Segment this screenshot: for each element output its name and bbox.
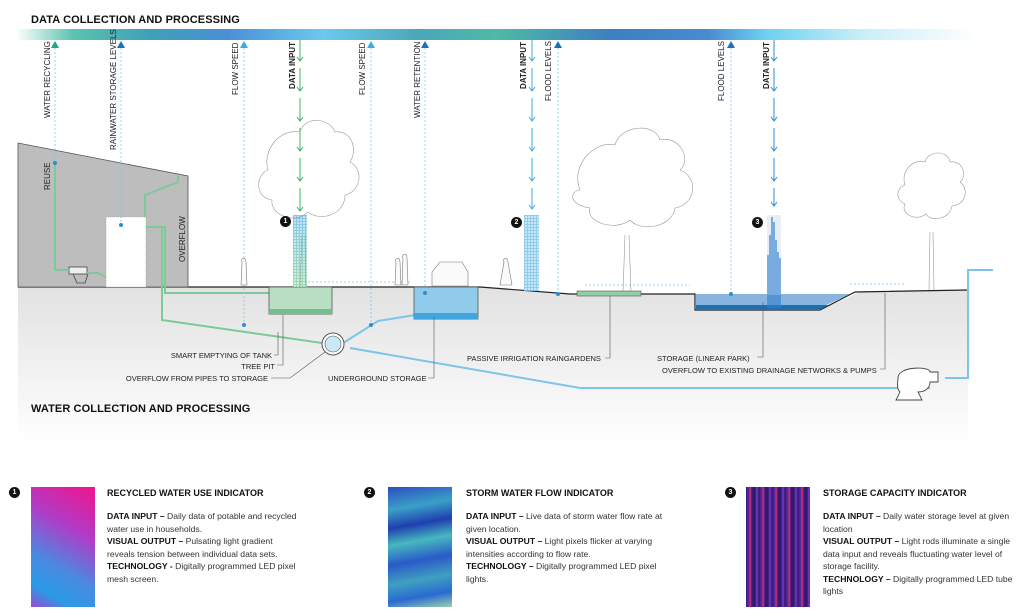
water-collection-title: WATER COLLECTION AND PROCESSING: [31, 403, 251, 415]
legend-marker-2: 2: [364, 487, 375, 498]
callout-tree-pit: TREE PIT: [241, 362, 275, 371]
legend-swatch-storage: [746, 487, 810, 607]
marker-1: 1: [280, 216, 291, 227]
callout-leaders: [271, 293, 886, 379]
label-flow-speed-1: FLOW SPEED: [231, 42, 240, 95]
data-gradient-bar: [16, 29, 976, 40]
pump-right-icon: [895, 367, 939, 401]
sensor-dots: [53, 161, 733, 327]
label-data-input-3: DATA INPUT: [762, 42, 771, 89]
label-overflow: OVERFLOW: [178, 216, 187, 262]
label-water-retention: WATER RETENTION: [413, 41, 422, 118]
water-section-diagram: [17, 40, 993, 445]
ground: [18, 287, 968, 445]
data-input-arrows-3: [770, 40, 778, 207]
raingarden: [576, 290, 642, 297]
sensor-lines: [54, 48, 905, 325]
rainwater-tank: [105, 216, 147, 288]
callout-underground-storage: UNDERGROUND STORAGE: [328, 374, 427, 383]
label-data-input-2: DATA INPUT: [519, 42, 528, 89]
callout-storage-park: STORAGE (LINEAR PARK): [657, 354, 750, 363]
recycled-water-pipes: [54, 163, 323, 344]
legend-body-3: DATA INPUT – Daily water storage level a…: [823, 511, 1013, 596]
legend-title-2: STORM WATER FLOW INDICATOR: [466, 488, 614, 498]
label-flood-levels-1: FLOOD LEVELS: [544, 40, 553, 101]
legend-marker-1: 1: [9, 487, 20, 498]
legend-marker-3: 3: [725, 487, 736, 498]
data-collection-title: DATA COLLECTION AND PROCESSING: [31, 14, 240, 26]
legend-swatch-storm: [388, 487, 452, 607]
legend-body-2: DATA INPUT – Live data of storm water fl…: [466, 511, 663, 584]
data-input-arrows-1: [296, 40, 304, 212]
linear-park-storage: [696, 294, 850, 308]
data-input-arrows-2: [528, 40, 536, 210]
legend-title-3: STORAGE CAPACITY INDICATOR: [823, 488, 967, 498]
tree-icons: [258, 120, 966, 293]
output-triangles: [51, 41, 735, 48]
label-flood-levels-2: FLOOD LEVELS: [717, 40, 726, 101]
label-rainwater-storage-levels: RAINWATER STORAGE LEVELS: [109, 29, 118, 150]
ground-line: [18, 286, 969, 311]
marker-3: 3: [752, 217, 763, 228]
callout-raingardens: PASSIVE IRRIGATION RAINGARDENS: [467, 354, 601, 363]
label-reuse: REUSE: [43, 162, 52, 190]
label-water-recycling: WATER RECYCLING: [43, 41, 52, 118]
label-data-input-1: DATA INPUT: [288, 42, 297, 89]
people-and-car-icons: [240, 253, 513, 287]
callout-overflow-drainage: OVERFLOW TO EXISTING DRAINAGE NETWORKS &…: [662, 366, 877, 375]
storm-water-pipes: [339, 269, 993, 389]
legend-title-1: RECYCLED WATER USE INDICATOR: [107, 488, 264, 498]
label-flow-speed-2: FLOW SPEED: [358, 42, 367, 95]
legend-body-1: DATA INPUT – Daily data of potable and r…: [107, 511, 297, 584]
callout-overflow-pipes: OVERFLOW FROM PIPES TO STORAGE: [125, 374, 268, 383]
led-tube-installation-3: [767, 215, 781, 308]
legend-swatch-recycled: [31, 487, 95, 607]
marker-2: 2: [511, 217, 522, 228]
callout-smart-emptying: SMART EMPTYING OF TANK: [170, 351, 272, 360]
